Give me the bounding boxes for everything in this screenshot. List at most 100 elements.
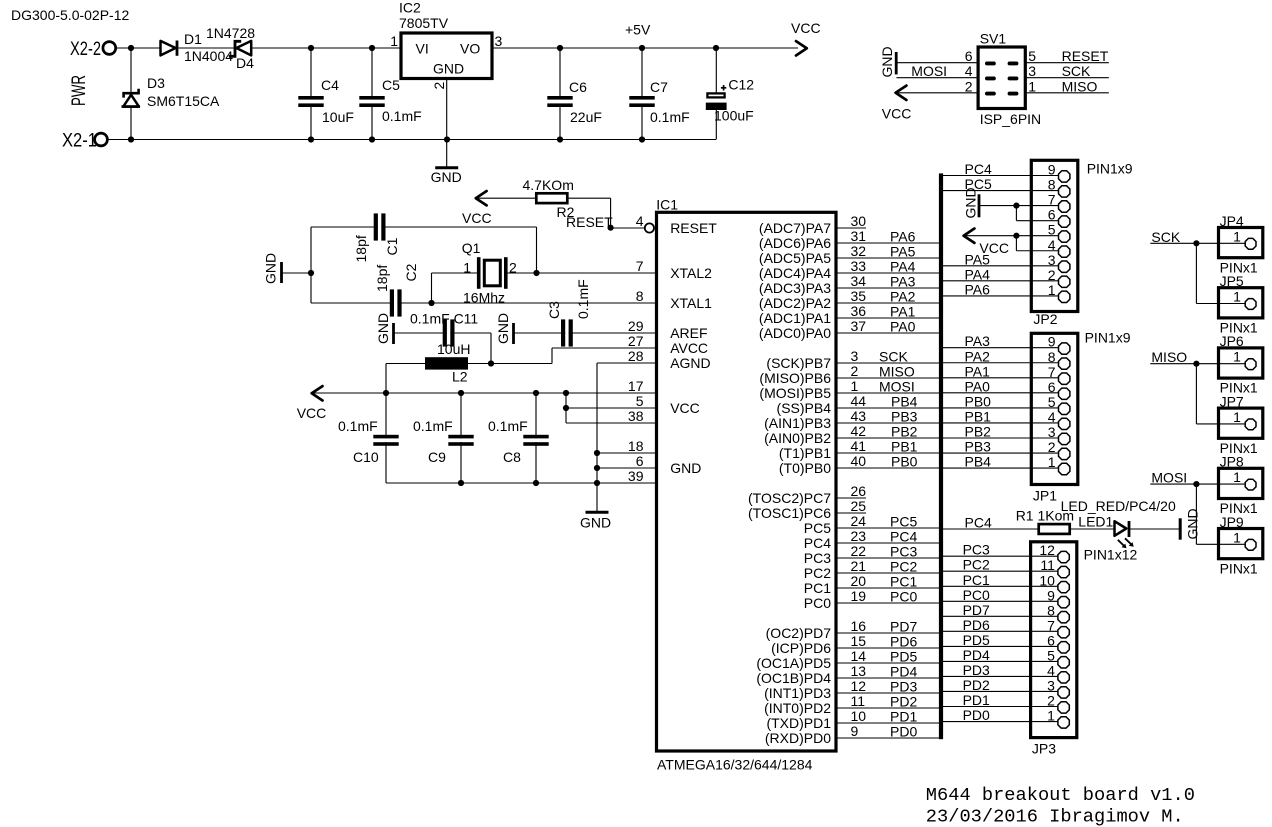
svg-text:100uF: 100uF xyxy=(714,108,754,124)
svg-text:4: 4 xyxy=(636,213,644,229)
svg-text:11: 11 xyxy=(851,693,866,709)
svg-text:X2-1: X2-1 xyxy=(62,130,97,152)
svg-text:7: 7 xyxy=(1048,364,1056,380)
svg-text:PC2: PC2 xyxy=(890,559,917,575)
svg-text:PC5: PC5 xyxy=(804,520,831,536)
svg-text:D1: D1 xyxy=(184,31,202,47)
svg-text:RESET: RESET xyxy=(566,214,613,230)
svg-text:PD7: PD7 xyxy=(890,619,917,635)
svg-text:R2: R2 xyxy=(557,204,575,220)
svg-text:1: 1 xyxy=(851,378,859,394)
svg-text:11: 11 xyxy=(1040,557,1055,573)
svg-text:PA6: PA6 xyxy=(890,229,916,245)
svg-text:8: 8 xyxy=(1048,349,1056,365)
svg-text:5: 5 xyxy=(1028,48,1036,64)
svg-text:1: 1 xyxy=(390,33,398,49)
svg-text:1: 1 xyxy=(1233,349,1241,365)
svg-text:PD2: PD2 xyxy=(890,694,917,710)
svg-text:C7: C7 xyxy=(650,79,668,95)
svg-text:2: 2 xyxy=(1048,439,1056,455)
svg-text:13: 13 xyxy=(851,663,867,679)
svg-text:D3: D3 xyxy=(147,75,165,91)
svg-text:33: 33 xyxy=(851,258,867,274)
svg-text:12: 12 xyxy=(1039,542,1055,558)
svg-text:43: 43 xyxy=(851,408,867,424)
svg-text:JP5: JP5 xyxy=(1220,273,1244,289)
svg-text:1: 1 xyxy=(1048,282,1056,298)
svg-text:PC4: PC4 xyxy=(804,535,831,551)
svg-text:PC2: PC2 xyxy=(804,565,831,581)
svg-text:(TXD)PD1: (TXD)PD1 xyxy=(766,715,831,731)
svg-text:2: 2 xyxy=(965,78,973,94)
svg-text:23/03/2016 Ibragimov M.: 23/03/2016 Ibragimov M. xyxy=(926,806,1184,827)
svg-text:44: 44 xyxy=(851,393,867,409)
svg-text:GND: GND xyxy=(580,515,611,531)
svg-text:(TOSC1)PC6: (TOSC1)PC6 xyxy=(748,505,831,521)
svg-text:14: 14 xyxy=(851,648,867,664)
svg-text:PC4: PC4 xyxy=(965,161,992,177)
svg-text:PB0: PB0 xyxy=(891,454,918,470)
svg-text:JP1: JP1 xyxy=(1033,488,1057,504)
svg-text:4: 4 xyxy=(1048,237,1056,253)
svg-text:18pf: 18pf xyxy=(353,235,369,262)
svg-text:38: 38 xyxy=(628,408,644,424)
svg-text:SV1: SV1 xyxy=(980,31,1007,47)
svg-text:1N4004: 1N4004 xyxy=(184,48,233,64)
svg-text:C5: C5 xyxy=(382,77,400,93)
svg-text:8: 8 xyxy=(636,288,644,304)
svg-text:5: 5 xyxy=(636,393,644,409)
svg-text:C12: C12 xyxy=(728,77,754,93)
svg-text:PA2: PA2 xyxy=(890,289,916,305)
svg-text:PB4: PB4 xyxy=(891,394,918,410)
svg-text:PB3: PB3 xyxy=(965,439,992,455)
svg-text:(ICP)PD6: (ICP)PD6 xyxy=(771,640,831,656)
svg-text:JP4: JP4 xyxy=(1220,213,1244,229)
svg-text:7: 7 xyxy=(1047,617,1055,633)
svg-text:PC0: PC0 xyxy=(804,595,831,611)
svg-text:PA0: PA0 xyxy=(890,319,916,335)
svg-text:25: 25 xyxy=(851,498,867,514)
svg-text:41: 41 xyxy=(851,438,867,454)
svg-text:(ADC5)PA5: (ADC5)PA5 xyxy=(759,250,831,266)
svg-text:16: 16 xyxy=(851,618,867,634)
svg-text:PA3: PA3 xyxy=(965,333,991,349)
svg-text:36: 36 xyxy=(851,303,867,319)
svg-text:GND: GND xyxy=(670,460,701,476)
svg-text:1N4728: 1N4728 xyxy=(206,25,255,41)
svg-text:PD4: PD4 xyxy=(963,647,990,663)
svg-text:PINx1: PINx1 xyxy=(1220,320,1258,336)
svg-text:0.1mF: 0.1mF xyxy=(382,108,422,124)
svg-text:5: 5 xyxy=(1047,647,1055,663)
svg-text:PB4: PB4 xyxy=(965,454,992,470)
svg-text:PC3: PC3 xyxy=(804,550,831,566)
svg-text:MOSI: MOSI xyxy=(1151,470,1187,486)
svg-text:PINx1: PINx1 xyxy=(1220,440,1258,456)
svg-text:PIN1x9: PIN1x9 xyxy=(1085,330,1131,346)
svg-text:JP6: JP6 xyxy=(1220,333,1244,349)
svg-text:PA6: PA6 xyxy=(965,281,991,297)
svg-text:2: 2 xyxy=(851,363,859,379)
svg-text:1: 1 xyxy=(1047,708,1055,724)
svg-text:0.1mF: 0.1mF xyxy=(575,279,591,319)
svg-text:PC3: PC3 xyxy=(890,544,917,560)
svg-text:GND: GND xyxy=(1185,508,1201,539)
svg-text:GND: GND xyxy=(963,187,979,218)
svg-text:26: 26 xyxy=(851,483,867,499)
svg-text:32: 32 xyxy=(851,243,867,259)
svg-text:PA1: PA1 xyxy=(965,363,991,379)
svg-text:VCC: VCC xyxy=(462,210,492,226)
svg-text:PD2: PD2 xyxy=(963,677,990,693)
svg-text:+5V: +5V xyxy=(625,22,651,38)
svg-text:DG300-5.0-02P-12: DG300-5.0-02P-12 xyxy=(11,7,130,23)
svg-text:JP9: JP9 xyxy=(1220,514,1244,530)
svg-text:10: 10 xyxy=(1039,572,1055,588)
svg-text:PIN1x9: PIN1x9 xyxy=(1087,161,1133,177)
svg-text:PA5: PA5 xyxy=(965,251,991,267)
svg-text:PC5: PC5 xyxy=(890,514,917,530)
svg-text:1: 1 xyxy=(1233,228,1241,244)
svg-text:PA0: PA0 xyxy=(965,378,991,394)
svg-text:(ADC1)PA1: (ADC1)PA1 xyxy=(759,310,831,326)
svg-text:(ADC2)PA2: (ADC2)PA2 xyxy=(759,295,831,311)
svg-text:(MOSI)PB5: (MOSI)PB5 xyxy=(759,385,831,401)
svg-text:(TOSC2)PC7: (TOSC2)PC7 xyxy=(748,490,831,506)
